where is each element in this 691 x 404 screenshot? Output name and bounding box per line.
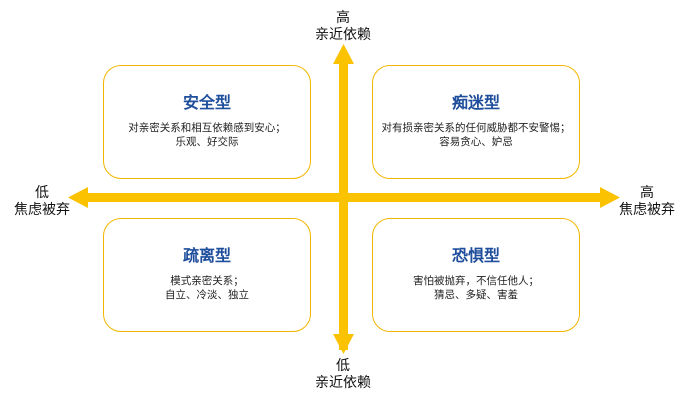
axis-label-left-dimension: 焦虑被弃 <box>14 202 70 218</box>
arrow-left-icon <box>68 187 88 208</box>
quadrant-preoccupied: 痴迷型 对有损亲密关系的任何威胁都不安警惕； 容易贪心、妒忌 <box>372 65 580 179</box>
quadrant-desc-fearful: 害怕被抛弃，不信任他人； 猜忌、多疑、害羞 <box>373 274 579 302</box>
quadrant-desc-secure: 对亲密关系和相互依赖感到安心； 乐观、好交际 <box>104 121 310 149</box>
quadrant-desc-dismissive-line1: 模式亲密关系； <box>170 275 244 287</box>
axis-label-right-level: 高 <box>640 185 654 201</box>
quadrant-fearful: 恐惧型 害怕被抛弃，不信任他人； 猜忌、多疑、害羞 <box>372 218 580 332</box>
quadrant-desc-fearful-line1: 害怕被抛弃，不信任他人； <box>413 275 539 287</box>
quadrant-desc-dismissive-line2: 自立、冷淡、独立 <box>165 289 249 301</box>
arrow-down-icon <box>333 334 354 354</box>
quadrant-dismissive: 疏离型 模式亲密关系； 自立、冷淡、独立 <box>103 218 311 332</box>
axis-label-right-dimension: 焦虑被弃 <box>619 202 675 218</box>
quadrant-desc-dismissive: 模式亲密关系； 自立、冷淡、独立 <box>104 274 310 302</box>
quadrant-desc-preoccupied-line1: 对有损亲密关系的任何威胁都不安警惕； <box>381 122 571 134</box>
quadrant-desc-fearful-line2: 猜忌、多疑、害羞 <box>434 289 518 301</box>
axis-label-top: 高 亲近依赖 <box>295 10 391 44</box>
quadrant-desc-preoccupied: 对有损亲密关系的任何威胁都不安警惕； 容易贪心、妒忌 <box>373 121 579 149</box>
axis-label-left-level: 低 <box>35 185 49 201</box>
axis-label-bottom-level: 低 <box>336 358 350 374</box>
horizontal-axis-line <box>82 193 612 202</box>
axis-label-top-dimension: 亲近依赖 <box>315 27 371 43</box>
quadrant-title-preoccupied: 痴迷型 <box>451 93 500 112</box>
quadrant-title-dismissive: 疏离型 <box>182 246 231 265</box>
quadrant-title-secure: 安全型 <box>182 93 231 112</box>
axis-label-bottom: 低 亲近依赖 <box>295 358 391 392</box>
quadrant-secure: 安全型 对亲密关系和相互依赖感到安心； 乐观、好交际 <box>103 65 311 179</box>
arrow-up-icon <box>333 44 354 64</box>
quadrant-desc-secure-line1: 对亲密关系和相互依赖感到安心； <box>128 122 286 134</box>
quadrant-desc-preoccupied-line2: 容易贪心、妒忌 <box>439 136 513 148</box>
axis-label-left: 低 焦虑被弃 <box>0 185 84 219</box>
axis-label-bottom-dimension: 亲近依赖 <box>315 375 371 391</box>
quadrant-desc-secure-line2: 乐观、好交际 <box>175 136 239 148</box>
axis-label-top-level: 高 <box>336 10 350 26</box>
vertical-axis-line <box>339 60 348 350</box>
quadrant-title-fearful: 恐惧型 <box>451 246 500 265</box>
arrow-right-icon <box>600 187 620 208</box>
axis-label-right: 高 焦虑被弃 <box>605 185 689 219</box>
